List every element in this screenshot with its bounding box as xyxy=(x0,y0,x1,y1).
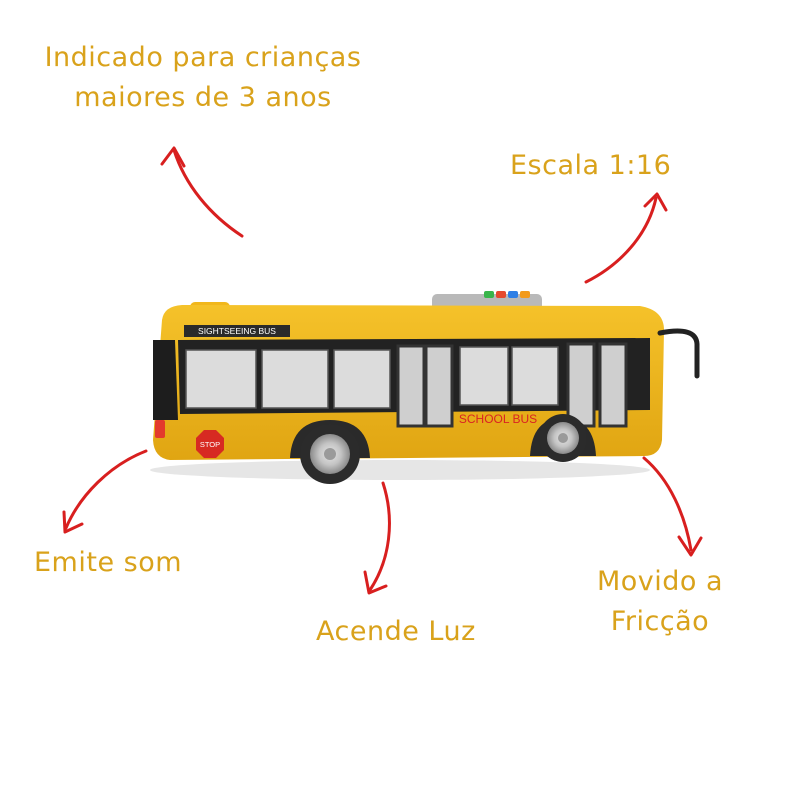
arrow-to-friction-label xyxy=(642,456,703,557)
sightseeing-sign-plate xyxy=(184,325,290,337)
label-emits-sound: Emite som xyxy=(34,547,183,578)
light-blue xyxy=(508,291,518,298)
label-friction-line-2: Fricção xyxy=(610,606,710,637)
stop-sign-icon xyxy=(196,430,224,458)
label-age-line-1: Indicado para crianças xyxy=(44,42,362,73)
label-friction-line-1: Movido a xyxy=(596,566,724,597)
arrow-to-scale-label xyxy=(584,192,668,284)
stop-sign-text: STOP xyxy=(200,440,220,449)
light-red xyxy=(496,291,506,298)
label-age-line-2: maiores de 3 anos xyxy=(74,82,332,113)
arrow-to-sound-label xyxy=(62,449,148,534)
side-mirror xyxy=(657,328,700,379)
bus-front-panel xyxy=(153,340,178,420)
front-wheel xyxy=(300,424,360,484)
light-orange xyxy=(520,291,530,298)
light-green xyxy=(484,291,494,298)
school-bus-text: SCHOOL BUS xyxy=(459,412,537,426)
rear-wheel xyxy=(539,414,587,462)
label-scale: Escala 1:16 xyxy=(510,150,672,181)
label-friction-powered: Movido a Fricção xyxy=(580,562,740,642)
sightseeing-sign-text: SIGHTSEEING BUS xyxy=(198,326,276,336)
bus-shadow xyxy=(150,460,650,480)
arrow-to-age-label xyxy=(160,146,244,238)
arrow-to-light-label xyxy=(363,481,391,595)
side-windows xyxy=(185,346,559,409)
label-lights-up: Acende Luz xyxy=(316,616,476,647)
label-age-recommendation: Indicado para crianças maiores de 3 anos xyxy=(28,38,378,118)
front-light xyxy=(155,420,165,438)
